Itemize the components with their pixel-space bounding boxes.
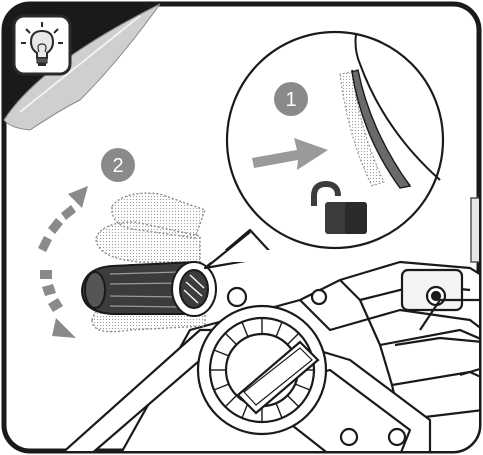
step-2-badge: 2	[101, 148, 135, 182]
lightbulb-icon	[14, 16, 70, 74]
drive-hub	[198, 306, 326, 434]
pivot-bolt	[228, 288, 246, 306]
step-1-badge: 1	[274, 82, 308, 116]
step-1-number: 1	[285, 89, 296, 111]
step-2-number: 2	[112, 155, 123, 177]
rotating-handle	[82, 262, 216, 316]
